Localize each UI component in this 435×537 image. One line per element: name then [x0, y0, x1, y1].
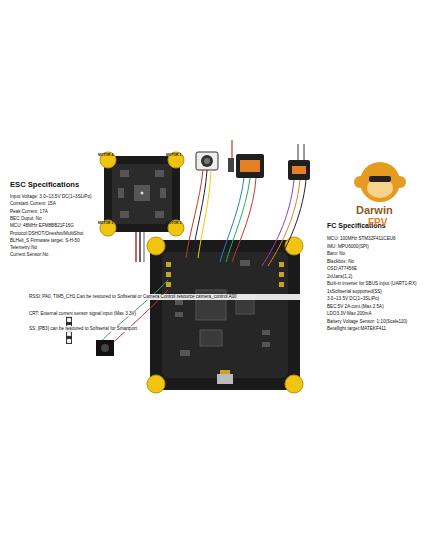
spec-line: BLHeli_S Firmware target: S-H-50 [10, 238, 80, 244]
spec-line: MCU: 48MHz EFM8BB21F16G [10, 223, 74, 229]
spec-line: Protocol:DSHOT/Oneshot/MultiShot [10, 231, 83, 237]
esc-board [104, 156, 180, 232]
spec-line: Constant Current: 15A [10, 201, 56, 207]
spec-line: Blackbox: No [327, 259, 354, 265]
motor-label: MOTOR 4 [98, 153, 113, 157]
spec-line: Input Voltage: 3.0~13.5V DC(1~3SLiPo) [10, 194, 91, 200]
spec-line: Telemetry:No [10, 245, 37, 251]
note-text: SS: [PB3] can be resoured to Softserial … [28, 326, 138, 332]
spec-line: Betaflight target:MATEKF411 [327, 326, 386, 332]
grommets [100, 152, 303, 393]
buzzer [96, 340, 114, 356]
spec-line: LDO3.3V:Max 200mA [327, 311, 372, 317]
spec-line: 1xSoftserial supported(SS) [327, 289, 382, 295]
spec-line: Current Sensor:No [10, 252, 48, 258]
motor-label: MOTOR 2 [166, 221, 181, 225]
motor-label: MOTOR 1 [166, 153, 181, 157]
note-text: CRT: External current sensor signal inpu… [28, 311, 137, 317]
logo-text: Darwin [356, 204, 393, 217]
spec-line: IMU: MPU6000(SPI) [327, 244, 369, 250]
spec-line: Battery Voltage Sensor: 1:10(Scale110) [327, 319, 407, 325]
receivers [228, 140, 310, 180]
logo-monkey [354, 162, 406, 202]
spec-line: 2xUarts(1,2) [327, 274, 352, 280]
spec-line: Baro: No [327, 251, 345, 257]
spec-line: BEC Ouput: No [10, 216, 42, 222]
logo-text: FPV [368, 217, 387, 229]
spec-line: OSD:AT7456E [327, 266, 357, 272]
spec-line: 3.0~13.5V DC(1~3SLiPo) [327, 296, 379, 302]
motor-label: MOTOR 3 [98, 221, 113, 225]
camera [196, 152, 218, 170]
spec-line: Peak Current: 17A [10, 209, 48, 215]
esc-cable [136, 232, 144, 262]
spec-line: Built-in inverter for SBUS input (UART1-… [327, 281, 417, 287]
section-heading: ESC Specifications [10, 180, 79, 189]
spec-line: MCU: 100MHz STM32F411CEU6 [327, 236, 396, 242]
note-text: RSSI: PA0, TIM5_CH1,Can be resoured to S… [28, 294, 310, 300]
spec-line: BEC:5V 2A cont.(Max 2.5A) [327, 304, 384, 310]
